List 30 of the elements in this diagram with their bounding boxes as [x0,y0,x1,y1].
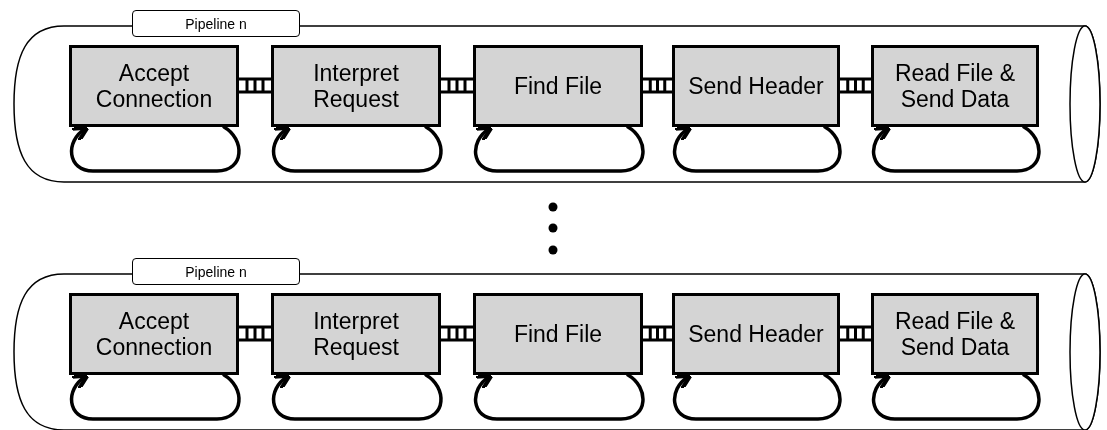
stage-box: Interpret Request [271,45,441,127]
queue-connector [237,77,273,94]
loop-arrow [473,125,645,173]
queue-connector [641,77,674,94]
stage-box: Find File [473,293,643,375]
loop-arrow [871,373,1041,421]
stage-box: Read File & Send Data [871,45,1039,127]
pipeline-tab: Pipeline n [132,10,300,37]
pipeline-tab: Pipeline n [132,258,300,285]
queue-connector [439,325,475,342]
stage-box: Send Header [672,293,840,375]
queue-connector [838,325,873,342]
loop-arrow [871,125,1041,173]
loop-arrow [271,125,443,173]
loop-arrow [473,373,645,421]
queue-connector [237,325,273,342]
stage-box: Send Header [672,45,840,127]
stage-box: Interpret Request [271,293,441,375]
queue-connector [838,77,873,94]
stage-box: Read File & Send Data [871,293,1039,375]
loop-arrow [69,125,241,173]
stage-box: Accept Connection [69,45,239,127]
loop-arrow [69,373,241,421]
queue-connector [439,77,475,94]
queue-connector [641,325,674,342]
stage-box: Accept Connection [69,293,239,375]
stage-box: Find File [473,45,643,127]
loop-arrow [672,373,842,421]
loop-arrow [271,373,443,421]
loop-arrow [672,125,842,173]
